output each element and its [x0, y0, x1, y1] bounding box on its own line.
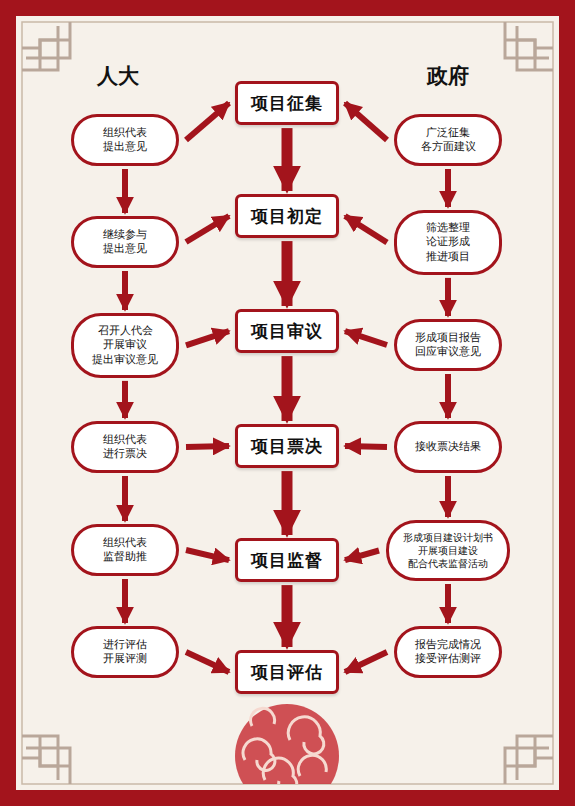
flow-arrow: [445, 476, 451, 517]
node-text: 项目审议: [251, 320, 323, 342]
column-heading: 政府: [427, 62, 469, 90]
flow-arrow: [282, 471, 293, 535]
cloud-ornament: [235, 704, 339, 806]
flow-arrow: [345, 216, 387, 242]
flow-arrow: [186, 550, 229, 560]
flow-arrow: [345, 443, 387, 450]
flow-arrow: [122, 476, 128, 521]
node-text: 项目评估: [251, 661, 323, 683]
action-pill: 报告完成情况 接受评估测评: [394, 626, 502, 678]
action-pill: 召开人代会 开展审议 提出审议意见: [71, 313, 179, 378]
inner-ground: [16, 16, 559, 790]
node-text: 项目监督: [251, 549, 323, 571]
action-pill: 组织代表 进行票决: [71, 421, 179, 473]
flow-arrow: [122, 271, 128, 310]
action-pill: 组织代表 监督助推: [71, 524, 179, 576]
step-box: 项目审议: [235, 309, 339, 353]
flow-arrow: [345, 652, 387, 672]
node-text: 项目初定: [251, 205, 323, 227]
flow-arrow: [122, 169, 128, 213]
node-text: 继续参与 提出意见: [103, 228, 147, 257]
flow-arrow: [186, 103, 229, 140]
node-text: 形成项目报告 回应审议意见: [415, 331, 481, 360]
node-text: 组织代表 提出意见: [103, 126, 147, 155]
action-pill: 继续参与 提出意见: [71, 216, 179, 268]
flow-arrow: [282, 356, 293, 421]
node-text: 筛选整理 论证形成 推进项目: [426, 221, 470, 264]
step-box: 项目初定: [235, 194, 339, 238]
node-text: 项目票决: [251, 435, 323, 457]
flow-arrow: [186, 216, 229, 242]
inner-line: [22, 22, 553, 784]
flow-arrow: [186, 652, 229, 672]
node-text: 形成项目建设计划书 开展项目建设 配合代表监督活动: [403, 531, 493, 570]
action-pill: 进行评估 开展评测: [71, 626, 179, 678]
flow-arrow: [345, 103, 387, 140]
node-text: 报告完成情况 接受评估测评: [415, 638, 481, 667]
flow-arrow: [122, 579, 128, 623]
corner-ornaments: [22, 22, 553, 784]
action-pill: 组织代表 提出意见: [71, 114, 179, 166]
node-text: 项目征集: [251, 92, 323, 114]
step-box: 项目票决: [235, 424, 339, 468]
flow-arrow: [186, 443, 229, 450]
action-pill: 形成项目报告 回应审议意见: [394, 319, 502, 371]
column-heading: 人大: [97, 62, 139, 90]
flow-arrow: [282, 241, 293, 306]
node-text: 组织代表 监督助推: [103, 536, 147, 565]
node-text: 接收票决结果: [415, 440, 481, 454]
flow-arrow: [282, 128, 293, 191]
flow-arrow: [445, 584, 451, 623]
flow-arrow: [345, 551, 379, 561]
action-pill: 接收票决结果: [394, 421, 502, 473]
flow-arrow: [345, 331, 387, 345]
action-pill: 筛选整理 论证形成 推进项目: [394, 210, 502, 275]
flow-arrow: [445, 169, 451, 207]
flow-arrow: [186, 331, 229, 345]
node-text: 广泛征集 各方面建议: [421, 126, 476, 155]
flow-arrow: [122, 381, 128, 418]
step-box: 项目监督: [235, 538, 339, 582]
node-text: 召开人代会 开展审议 提出审议意见: [92, 324, 158, 367]
action-pill: 广泛征集 各方面建议: [394, 114, 502, 166]
action-pill: 形成项目建设计划书 开展项目建设 配合代表监督活动: [386, 520, 510, 581]
flow-arrow: [445, 374, 451, 418]
node-text: 组织代表 进行票决: [103, 433, 147, 462]
step-box: 项目征集: [235, 81, 339, 125]
flow-arrow: [282, 585, 293, 647]
step-box: 项目评估: [235, 650, 339, 694]
node-text: 进行评估 开展评测: [103, 638, 147, 667]
flow-arrow: [445, 278, 451, 316]
